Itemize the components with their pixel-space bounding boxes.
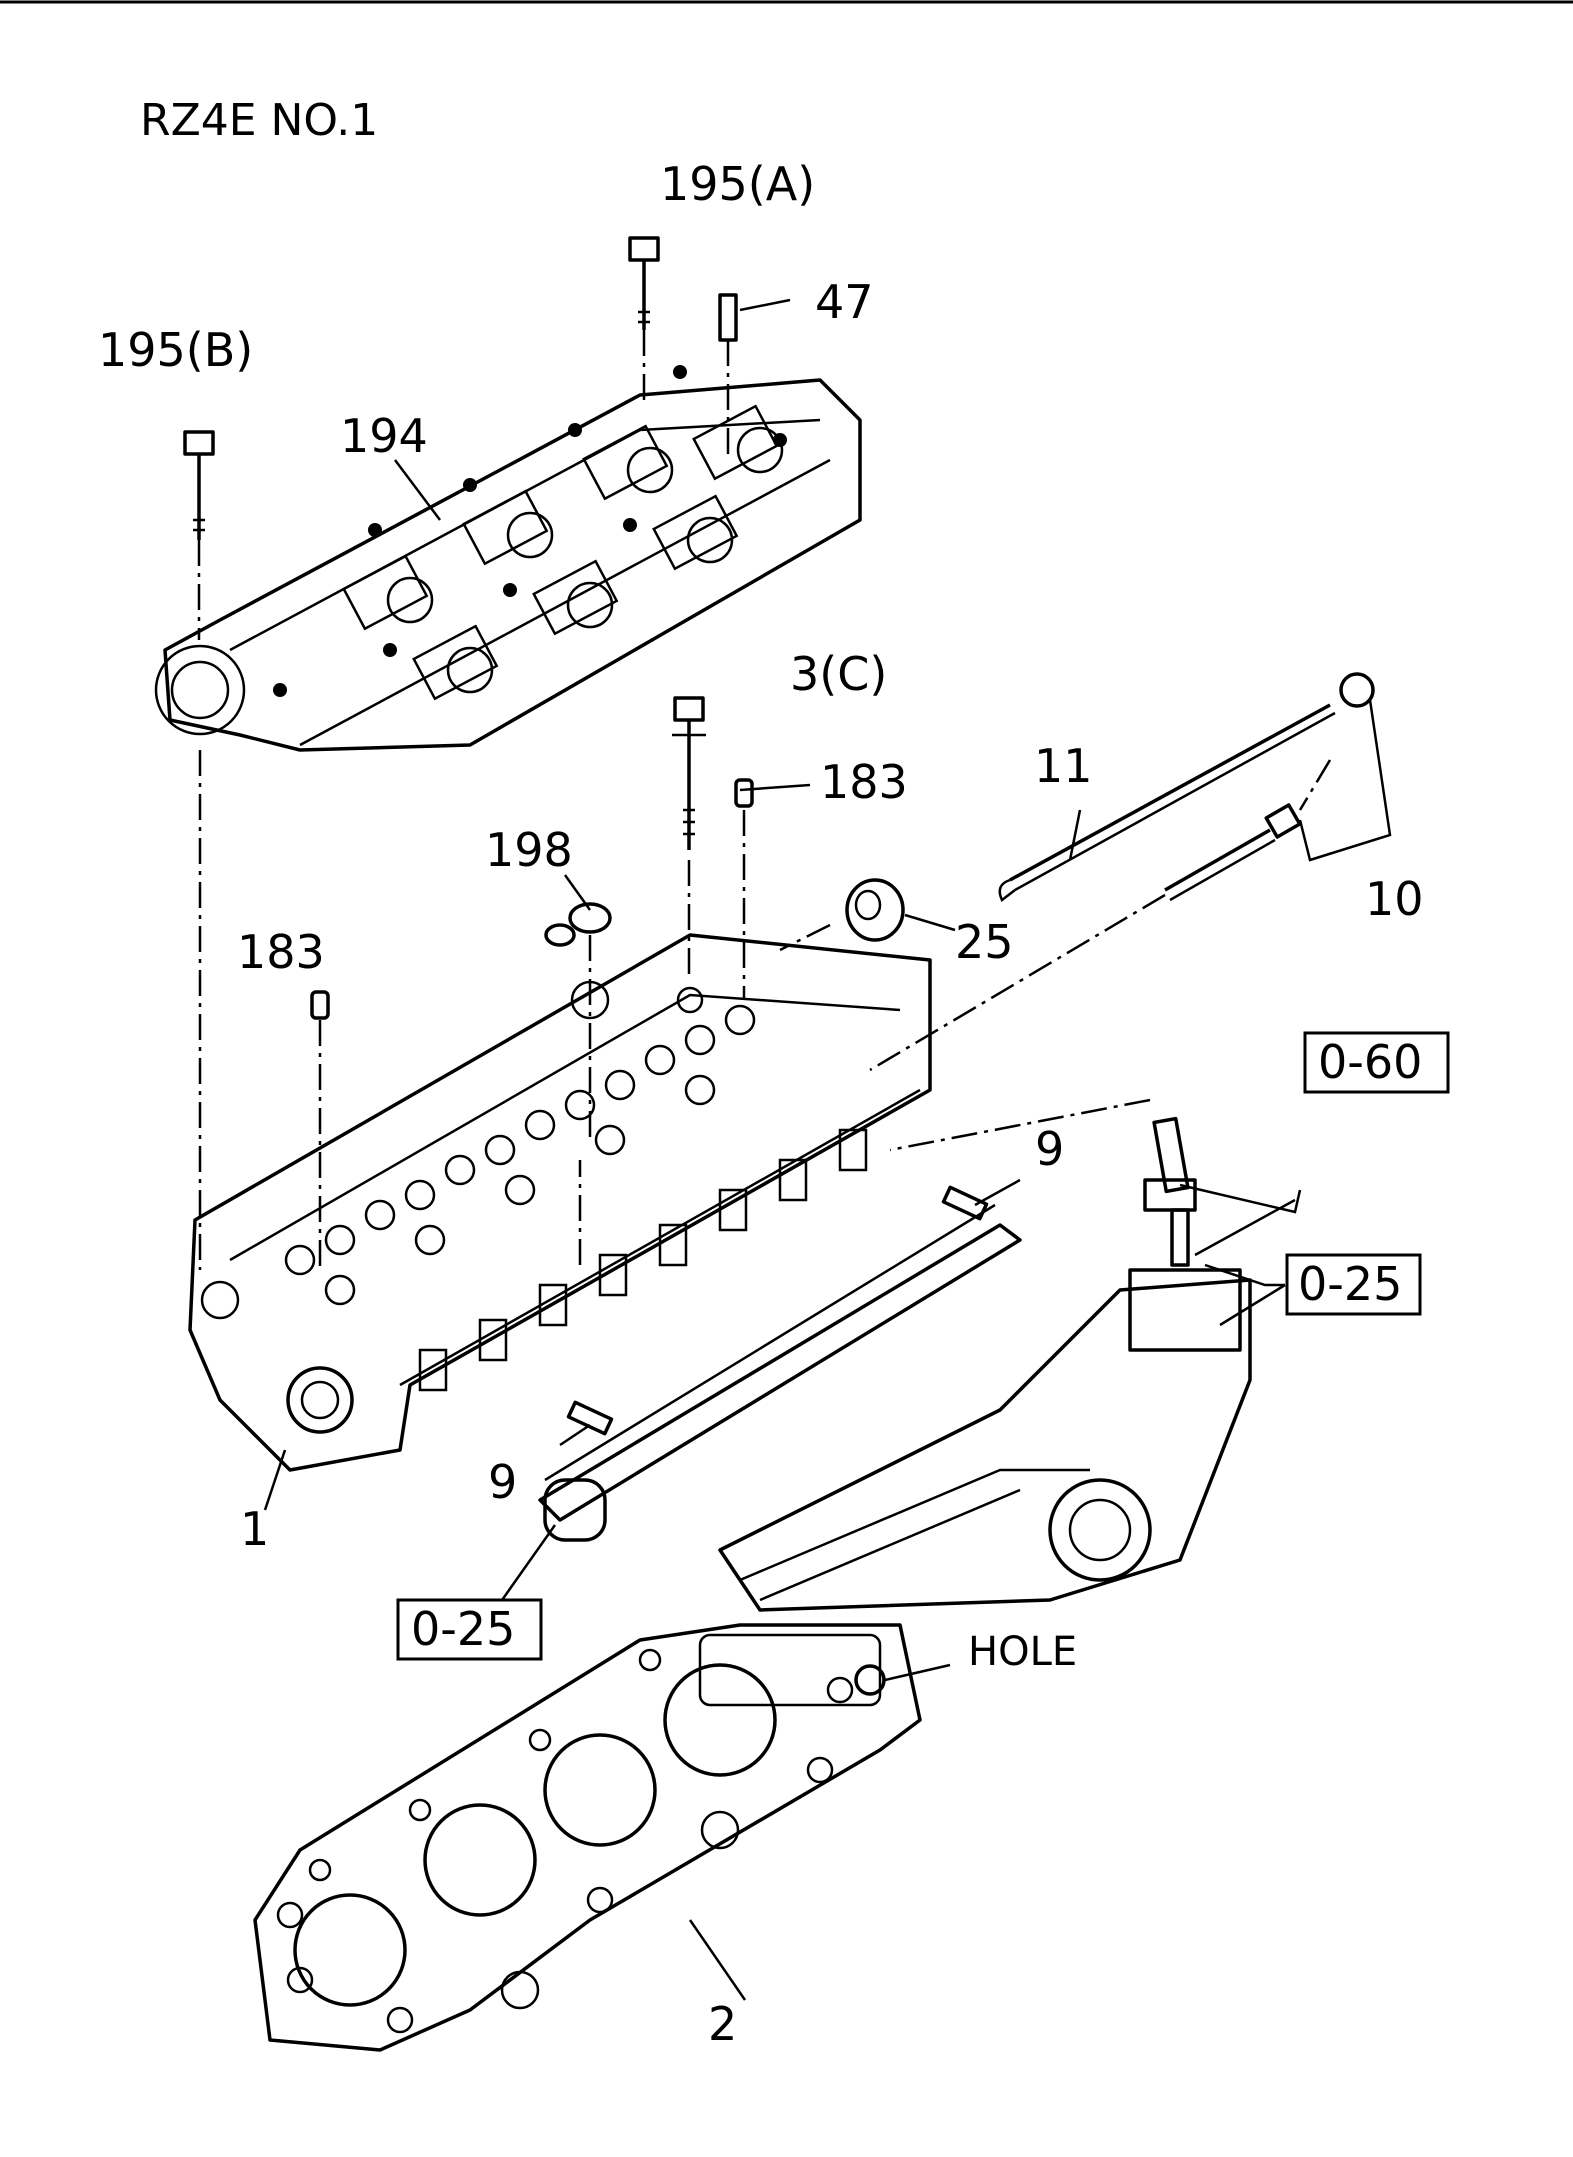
label-198: 198 (485, 823, 573, 877)
ref-box-0-25-right: 0-25 (1285, 1253, 1422, 1316)
svg-text:0-25: 0-25 (411, 1602, 515, 1656)
label-183-top: 183 (820, 755, 908, 809)
bolt-3c (672, 696, 706, 980)
stud-47 (718, 293, 738, 460)
ref-box-0-60: 0-60 (1303, 1031, 1450, 1094)
gasket-hole (854, 1664, 886, 1696)
stud-9-left (566, 1400, 614, 1436)
bolt-195b (183, 430, 215, 640)
ref-box-0-25-left: 0-25 (396, 1598, 543, 1661)
seal-198 (544, 902, 612, 1140)
label-1: 1 (240, 1502, 269, 1556)
label-195b: 195(B) (98, 323, 253, 377)
connector-rod-11 (998, 672, 1375, 902)
head-gasket-2 (253, 1623, 922, 2052)
dowel-183-top (734, 778, 754, 1000)
diagram-title: RZ4E NO.1 (140, 95, 378, 146)
label-10: 10 (1365, 872, 1424, 926)
label-47: 47 (815, 275, 874, 329)
svg-text:0-25: 0-25 (1298, 1257, 1402, 1311)
leader-lines (263, 298, 1392, 2001)
intake-manifold (718, 1268, 1252, 1612)
label-195a: 195(A) (660, 157, 815, 211)
label-hole: HOLE (968, 1629, 1077, 1675)
plug-25 (779, 878, 905, 952)
intake-gasket (538, 1203, 1022, 1542)
label-25: 25 (955, 915, 1014, 969)
label-2: 2 (708, 1997, 737, 2051)
label-183-left: 183 (237, 925, 325, 979)
bolt-195a (628, 236, 660, 400)
label-3c: 3(C) (790, 647, 887, 701)
glow-plug-10 (869, 759, 1332, 1072)
label-194: 194 (340, 409, 428, 463)
sensor-assembly (889, 1098, 1197, 1267)
dowel-183-left (310, 990, 330, 1270)
label-9-left: 9 (488, 1455, 517, 1509)
label-9-right: 9 (1035, 1122, 1064, 1176)
label-11: 11 (1034, 739, 1093, 793)
cam-carrier-194 (154, 365, 862, 752)
svg-text:0-60: 0-60 (1318, 1035, 1422, 1089)
cylinder-head-1 (188, 933, 932, 1472)
